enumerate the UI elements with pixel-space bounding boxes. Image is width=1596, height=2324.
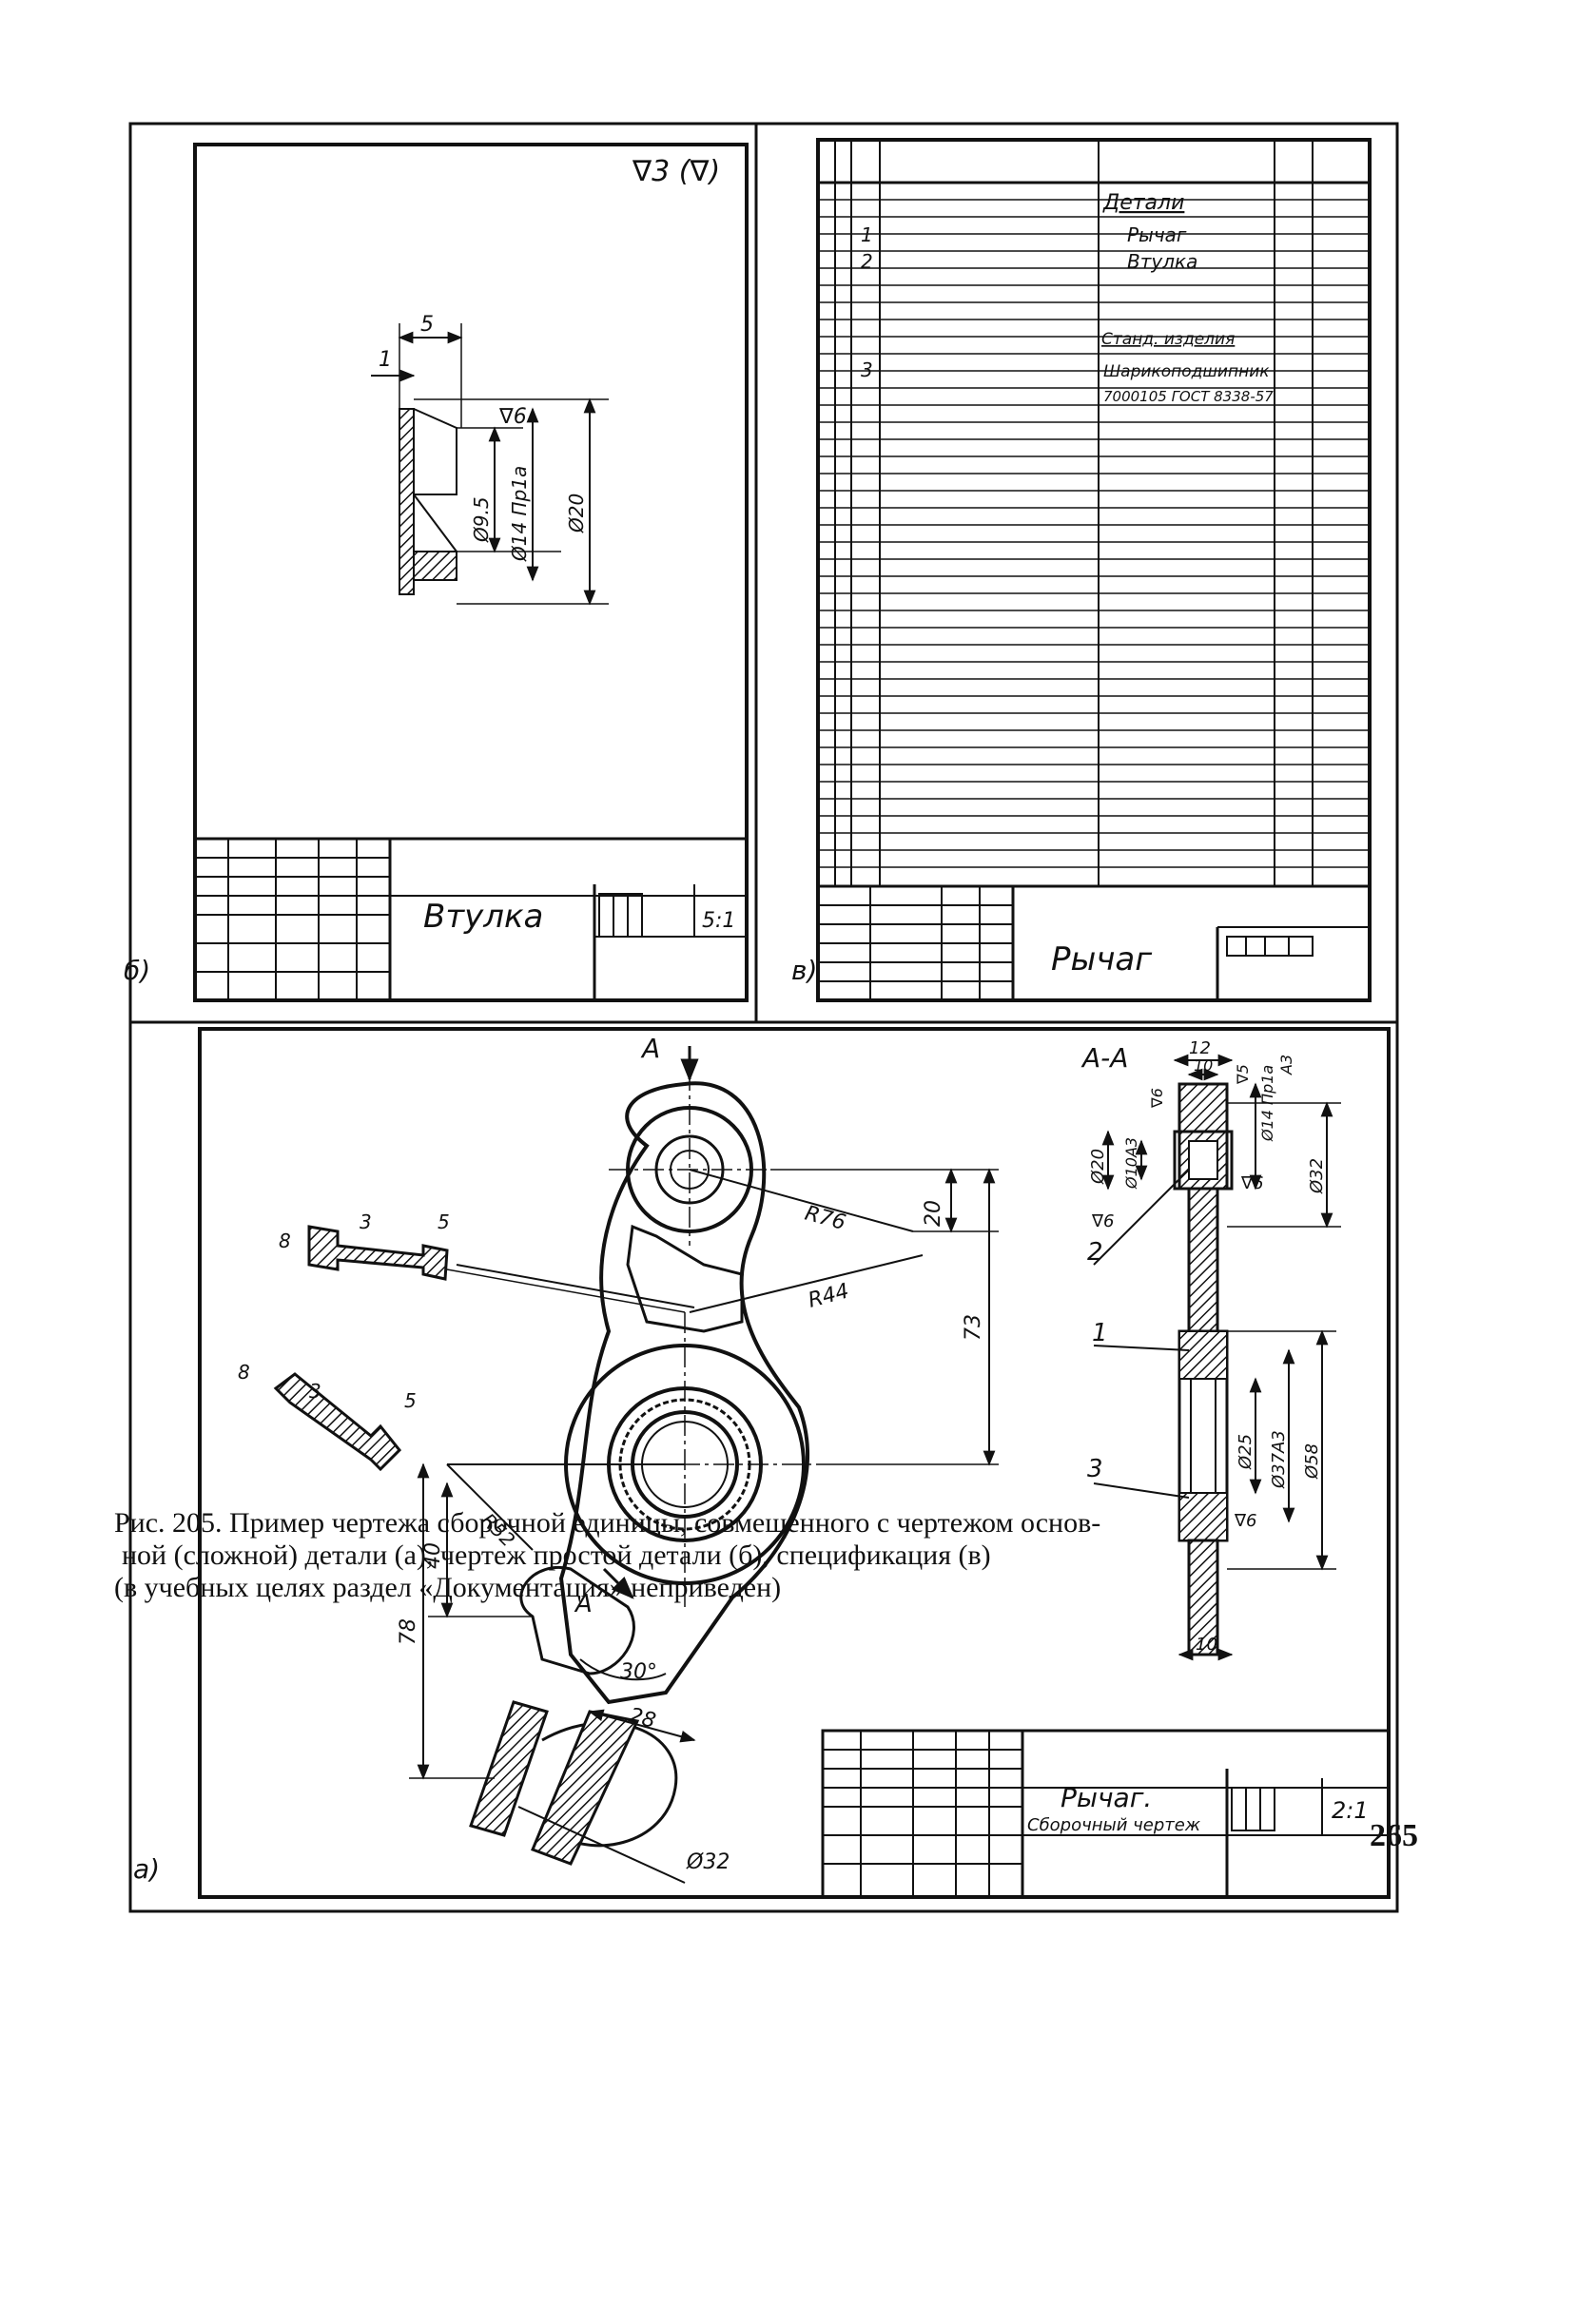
section-roughness-6b: ∇6 bbox=[1240, 1173, 1264, 1193]
section-dim-10-top: 10 bbox=[1194, 1056, 1213, 1075]
section-roughness-6a: ∇6 bbox=[1148, 1088, 1166, 1109]
dim-8-upper: 8 bbox=[279, 1230, 291, 1252]
section-dim-12: 12 bbox=[1189, 1038, 1211, 1058]
radius-r44: R44 bbox=[806, 1279, 851, 1312]
panel-b-dim-phi20: Ø20 bbox=[565, 494, 588, 533]
dim-3-lower: 3 bbox=[309, 1380, 321, 1403]
spec-row-5-text: 7000105 ГОСТ 8338-57 bbox=[1103, 388, 1274, 405]
section-dim-phi58: Ø58 bbox=[1302, 1443, 1322, 1480]
panel-b-title: Втулка bbox=[423, 898, 543, 936]
detail-pin-upper bbox=[307, 1225, 449, 1281]
panel-b-dim-1: 1 bbox=[379, 348, 392, 372]
dim-8-lower: 8 bbox=[238, 1361, 250, 1384]
dim-73: 73 bbox=[962, 1314, 985, 1341]
dim-78: 78 bbox=[397, 1618, 420, 1645]
section-dim-phi32: Ø32 bbox=[1307, 1158, 1327, 1194]
spec-row-2-text: Втулка bbox=[1127, 250, 1197, 273]
dim-5-lower: 5 bbox=[404, 1389, 417, 1412]
spec-row-3-text: Станд. изделия bbox=[1101, 330, 1235, 349]
dim-3-upper: 3 bbox=[360, 1210, 372, 1233]
panel-b-dim-5: 5 bbox=[420, 313, 434, 337]
section-dim-phi14: Ø14 Пр1а bbox=[1258, 1065, 1276, 1142]
page-number: 265 bbox=[1370, 1818, 1418, 1853]
caption-line-3: (в учебных целях раздел «Документация» н… bbox=[114, 1572, 782, 1603]
panel-b-roughness-6: ∇6 bbox=[498, 405, 527, 429]
upper-slot bbox=[626, 1224, 744, 1333]
spec-row-0-text: Детали bbox=[1102, 191, 1184, 215]
panel-a-title-block bbox=[821, 1729, 1391, 1899]
section-dim-phi37: Ø37А3 bbox=[1269, 1430, 1289, 1489]
bushing-wall bbox=[413, 551, 457, 581]
spec-row-4-text: Шарикоподшипник bbox=[1103, 362, 1270, 381]
section-roughness-6d: ∇6 bbox=[1234, 1511, 1257, 1531]
section-lower-arm bbox=[1187, 1539, 1219, 1656]
sheet-frame bbox=[128, 122, 1399, 1913]
leader-2: 2 bbox=[1087, 1238, 1103, 1267]
section-roughness-5: ∇5 bbox=[1234, 1064, 1252, 1085]
panel-b-drawing bbox=[193, 143, 749, 1002]
radius-r76: R76 bbox=[802, 1202, 847, 1235]
spec-row-4-pos: 3 bbox=[861, 358, 873, 381]
spec-row-1-text: Рычаг bbox=[1127, 223, 1187, 246]
dim-5-upper: 5 bbox=[438, 1210, 450, 1233]
dim-angle-30: 30° bbox=[620, 1660, 657, 1684]
lower-slot bbox=[519, 1566, 635, 1675]
section-arrow-top-label: А bbox=[640, 1033, 660, 1064]
detail-pin-lower bbox=[273, 1372, 402, 1472]
dim-40: 40 bbox=[421, 1542, 445, 1569]
panel-b-scale: 5:1 bbox=[702, 909, 735, 933]
panel-a-scale: 2:1 bbox=[1332, 1797, 1369, 1824]
panel-v-drawing bbox=[816, 138, 1372, 1002]
caption-line-1: Рис. 205. Пример чертежа сборочной едини… bbox=[114, 1507, 1101, 1539]
panel-a-subtitle: Сборочный чертеж bbox=[1027, 1815, 1201, 1835]
panel-a-drawing bbox=[198, 1027, 1391, 1899]
leader-1: 1 bbox=[1092, 1319, 1108, 1347]
panel-a-letter: а) bbox=[133, 1853, 160, 1885]
spec-row-1-pos: 1 bbox=[861, 223, 873, 246]
section-arrow-bottom-label: А bbox=[574, 1590, 593, 1618]
section-aa-label: А-А bbox=[1080, 1042, 1128, 1074]
bushing-flange bbox=[399, 408, 415, 595]
section-dim-10-bottom: 10 bbox=[1196, 1635, 1217, 1655]
spec-title: Рычаг bbox=[1051, 940, 1153, 978]
panel-b-frame bbox=[193, 143, 749, 1002]
dim-20: 20 bbox=[922, 1200, 945, 1227]
panel-a-frame bbox=[198, 1027, 1391, 1899]
section-web bbox=[1187, 1187, 1219, 1333]
panel-b-dim-phi95: Ø9.5 bbox=[470, 496, 493, 543]
section-roughness-6c: ∇6 bbox=[1091, 1211, 1115, 1231]
section-dim-phi20: Ø20 bbox=[1088, 1149, 1108, 1185]
panel-b-letter: б) bbox=[124, 955, 150, 986]
panel-b-title-block bbox=[193, 837, 749, 1002]
spec-row-lines bbox=[818, 199, 1370, 868]
spec-row-2-pos: 2 bbox=[861, 250, 873, 273]
section-dim-a3-top: А3 bbox=[1277, 1055, 1295, 1075]
panel-a-title: Рычаг. bbox=[1061, 1782, 1152, 1813]
figure-caption: Рис. 205. Пример чертежа сборочной едини… bbox=[114, 1507, 1446, 1604]
section-dim-phi10: Ø10А3 bbox=[1122, 1137, 1140, 1190]
leader-3: 3 bbox=[1087, 1455, 1103, 1483]
dim-phi32: Ø32 bbox=[686, 1850, 730, 1874]
panel-b-dim-phi14: Ø14 Пр1а bbox=[508, 466, 531, 562]
panel-b-roughness: ∇3 (∇) bbox=[632, 155, 720, 188]
section-dim-phi25: Ø25 bbox=[1236, 1434, 1255, 1470]
caption-line-2: ной (сложной) детали (а), чертеж простой… bbox=[122, 1540, 991, 1571]
lower-arm-section bbox=[469, 1700, 549, 1837]
lever-body bbox=[558, 1081, 809, 1705]
panel-v-letter: в) bbox=[791, 955, 817, 986]
